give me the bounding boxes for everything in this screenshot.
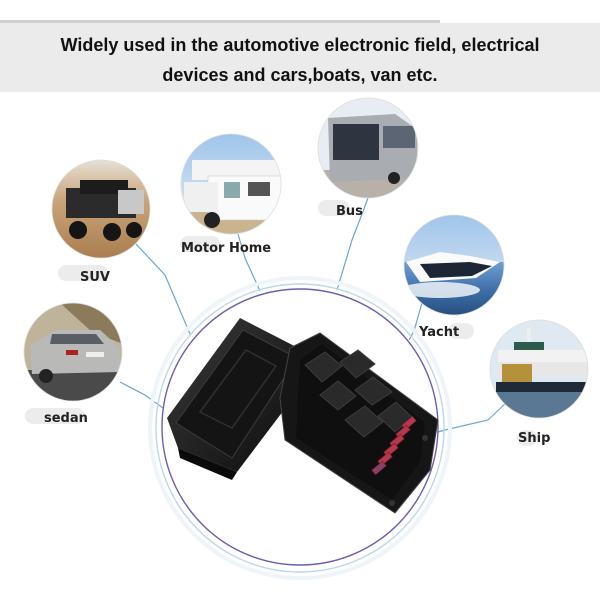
center-rings: [148, 276, 452, 580]
fuse-box-base: [279, 332, 439, 514]
connector-motor-home: [237, 233, 261, 292]
banner-divider: [0, 20, 440, 24]
bus-photo: [318, 98, 418, 198]
headline-line-1: Widely used in the automotive electronic…: [60, 35, 540, 55]
ship-label-bg: [517, 430, 537, 446]
yacht-label-bg: [448, 323, 474, 339]
headline-banner: Widely used in the automotive electronic…: [0, 23, 600, 92]
connector-ship: [437, 401, 508, 433]
connector-bus: [336, 197, 369, 291]
label-bus: Bus: [336, 204, 363, 219]
motor-home-label-bg: [180, 236, 220, 252]
fuse-box-lid: [167, 318, 306, 480]
connector-suv: [135, 243, 191, 335]
bus-label-bg: [318, 200, 350, 216]
sedan-label-bg: [25, 408, 85, 424]
ship-photo: [490, 320, 588, 418]
suv-photo: [52, 160, 150, 258]
suv-label-bg: [58, 265, 108, 281]
label-ship: Ship: [518, 431, 551, 446]
label-suv: SUV: [80, 270, 110, 285]
relays: [304, 349, 414, 438]
sedan-photo: [24, 303, 122, 401]
label-motor-home: Motor Home: [181, 241, 272, 256]
headline-line-2: devices and cars,boats, van etc.: [162, 65, 438, 85]
fuses: [371, 415, 417, 476]
label-sedan: sedan: [44, 411, 88, 426]
motorhome-photo: [181, 134, 281, 234]
yacht-photo: [404, 215, 504, 315]
connector-sedan: [119, 381, 164, 409]
label-yacht: Yacht: [419, 325, 460, 340]
